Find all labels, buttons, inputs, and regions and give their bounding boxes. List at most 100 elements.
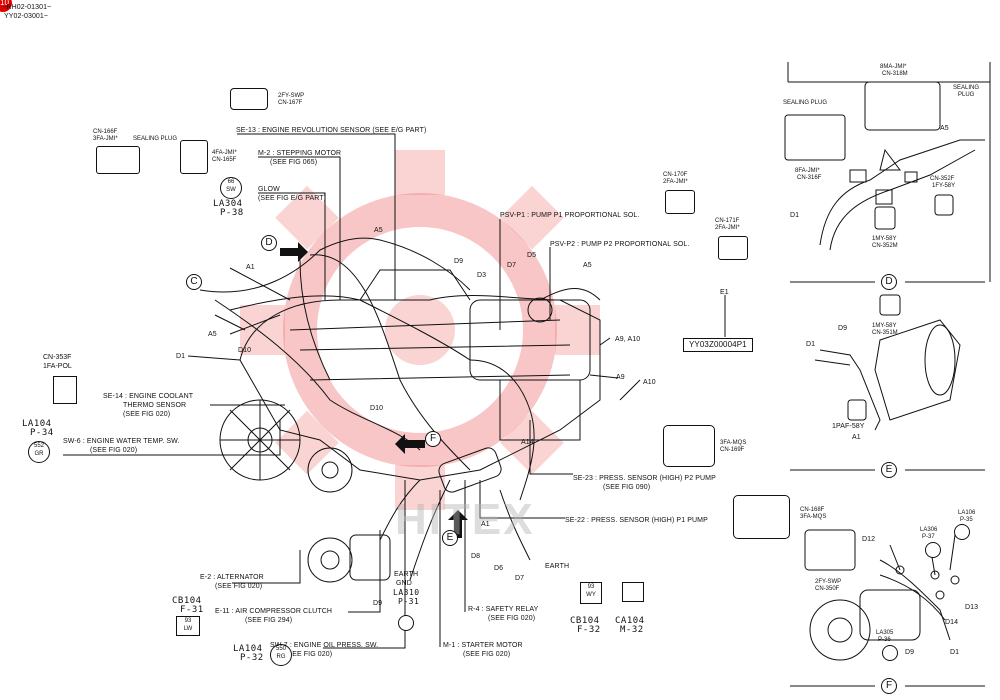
- connector-cn353f-type: 1FA-POL: [43, 363, 72, 370]
- panel-f-title: F: [881, 678, 897, 694]
- callout-a9-a10: A9, A10: [615, 336, 641, 343]
- code-la104-b: P-34: [30, 428, 54, 438]
- panel-f-la305-b: P-36: [878, 637, 891, 643]
- panel-d-title: D: [881, 274, 897, 290]
- callout-d9-bottom: D9: [373, 600, 383, 607]
- connector-cn171f: [718, 236, 748, 260]
- code-cb104-2-b: F-32: [577, 625, 601, 635]
- header-serial-2: YY02-03001~: [4, 13, 49, 20]
- callout-d9: D9: [454, 258, 464, 265]
- connector-cn166f-id: CN-166F: [93, 129, 118, 135]
- label-earth: EARTH: [545, 563, 570, 570]
- panel-d-cn352m-id: CN-352M: [872, 243, 898, 249]
- connector-cn165f-id: CN-165F: [212, 157, 237, 163]
- panel-f-cn350f-id: CN-350F: [815, 586, 840, 592]
- callout-a5-right: A5: [583, 262, 592, 269]
- panel-e-paf: 1PAF-58Y: [832, 423, 865, 430]
- panel-d-cn318m-id: CN-318M: [882, 71, 908, 77]
- view-marker-d: D: [261, 235, 277, 251]
- connector-cn167f-id: CN-167F: [278, 100, 303, 106]
- label-m1: M-1 : STARTER MOTOR: [443, 642, 523, 649]
- callout-e1: E1: [720, 289, 729, 296]
- label-psv-p2: PSV-P2 : PUMP P2 PROPORTIONAL SOL.: [550, 241, 690, 248]
- connector-cn166f: [96, 146, 140, 174]
- connector-cn169f-id: CN-169F: [720, 447, 745, 453]
- code-ca104: CA104: [615, 616, 645, 626]
- label-m2-ref: (SEE FIG 065): [270, 159, 318, 166]
- connector-cn171f-id: CN-171F: [715, 218, 740, 224]
- connector-cn353f-id: CN-353F: [43, 354, 72, 361]
- label-se23-ref: (SEE FIG 090): [603, 484, 651, 491]
- panel-d-cn316f-id: CN-316F: [797, 175, 822, 181]
- label-psv-p1: PSV-P1 : PUMP P1 PROPORTIONAL SOL.: [500, 212, 640, 219]
- code-cb104-2: CB104: [570, 616, 600, 626]
- panel-e-cn351m-id: CN-351M: [872, 330, 898, 336]
- panel-f-d13: D13: [965, 604, 979, 611]
- wire-code-la310-circle: [398, 615, 414, 631]
- label-earth-gnd-b: GND: [396, 580, 412, 587]
- panel-f-wire-code-la306: [925, 542, 941, 558]
- label-earth-gnd: EARTH: [394, 571, 419, 578]
- callout-a5-top: A5: [374, 227, 383, 234]
- callout-d3: D3: [477, 272, 487, 279]
- callout-a10: A10: [643, 379, 656, 386]
- connector-cn170f-type: 2FA-JMI*: [663, 179, 688, 185]
- label-m1-ref: (SEE FIG 020): [463, 651, 511, 658]
- label-m2: M-2 : STEPPING MOTOR: [258, 150, 342, 157]
- panel-e-cn351m-type: 1MY-58Y: [872, 323, 897, 329]
- callout-d10-top: D10: [238, 347, 252, 354]
- connector-sealing-plug: SEALING PLUG: [133, 136, 178, 142]
- header-badge: 10: [0, 0, 12, 12]
- connector-cn167f-type: 2FY-SWP: [278, 93, 305, 99]
- label-se23: SE-23 : PRESS. SENSOR (HIGH) P2 PUMP: [573, 475, 716, 482]
- panel-e-d9: D9: [838, 325, 848, 332]
- panel-d-cn318m-type: 8MA-JMI*: [880, 64, 907, 70]
- view-marker-e: E: [442, 530, 458, 546]
- label-e11: E-11 : AIR COMPRESSOR CLUTCH: [215, 608, 333, 615]
- header-serial-1: -RH02-01301~: [4, 4, 52, 11]
- connector-cn166f-type: 3FA-JMI*: [93, 136, 118, 142]
- callout-d6: D6: [494, 565, 504, 572]
- panel-d-cn352m-type: 1MY-58Y: [872, 236, 897, 242]
- connector-cn171f-type: 2FA-JMI*: [715, 225, 740, 231]
- label-se14-ref: (SEE FIG 020): [123, 411, 171, 418]
- code-la310-b: P-31: [398, 597, 420, 606]
- label-glow-ref: (SEE FIG E/G PART): [258, 195, 327, 202]
- panel-f-d9: D9: [905, 649, 915, 656]
- code-la310: LA310: [393, 588, 420, 597]
- code-la104: LA104: [22, 419, 52, 429]
- panel-f-la306: LA306: [920, 527, 938, 533]
- panel-d-cn316f-type: 8FA-JMI*: [795, 168, 820, 174]
- label-se14-b: THERMO SENSOR: [123, 402, 187, 409]
- part-number-box: YY03Z00004P1: [683, 338, 753, 352]
- code-la104-2: LA104: [233, 644, 263, 654]
- code-cb104: CB104: [172, 596, 202, 606]
- callout-d1: D1: [176, 353, 186, 360]
- callout-a5-left: A5: [208, 331, 217, 338]
- callout-d7: D7: [507, 262, 517, 269]
- panel-f-la106: LA106: [958, 510, 976, 516]
- connector-cn353f: [53, 376, 77, 404]
- label-sw7-ref: (SEE FIG 020): [285, 651, 333, 658]
- panel-d-a5: A5: [940, 125, 949, 132]
- connector-cn167f: [230, 88, 268, 110]
- label-r4-ref: (SEE FIG 020): [488, 615, 536, 622]
- panel-f-la305: LA305: [876, 630, 894, 636]
- callout-a1: A1: [246, 264, 255, 271]
- panel-f-d12: D12: [862, 536, 876, 543]
- callout-d5: D5: [527, 252, 537, 259]
- label-e2: E-2 : ALTERNATOR: [200, 574, 264, 581]
- connector-cn168f-type: 3FA-MQS: [800, 514, 827, 520]
- code-ca104-b: M-32: [620, 625, 644, 635]
- panel-e-d1: D1: [806, 341, 816, 348]
- label-e2-ref: (SEE FIG 020): [215, 583, 263, 590]
- connector-cn169f: [663, 425, 715, 467]
- connector-cn165f-type: 4FA-JMI*: [212, 150, 237, 156]
- panel-f-wire-code-la106: [954, 524, 970, 540]
- panel-d-sealing-plug-left: SEALING PLUG: [783, 100, 828, 106]
- callout-a9: A9: [616, 374, 625, 381]
